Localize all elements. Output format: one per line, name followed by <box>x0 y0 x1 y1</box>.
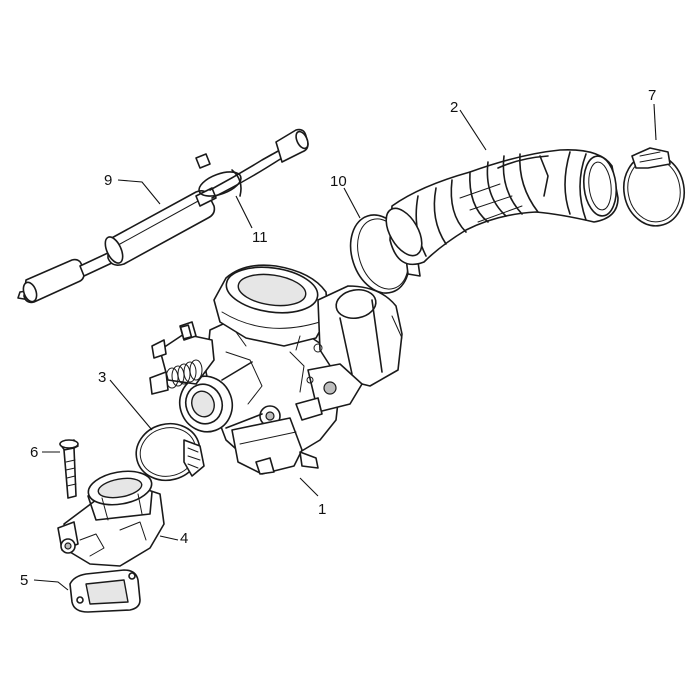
callout-1: 1 <box>318 501 326 518</box>
callout-3: 3 <box>98 369 106 386</box>
part-2-intake-hose <box>385 149 619 266</box>
leader-2 <box>459 109 487 151</box>
part-4-intake-manifold <box>57 470 165 567</box>
leader-9 <box>117 179 161 205</box>
callout-6: 6 <box>30 444 38 461</box>
leader-7 <box>653 103 657 141</box>
callout-labels: 1 2 3 4 5 6 7 9 10 11 <box>20 87 656 589</box>
callout-10: 10 <box>330 173 347 190</box>
part-7-clamp <box>623 147 685 227</box>
leader-1 <box>299 477 319 497</box>
leader-3 <box>109 379 153 431</box>
leader-lines <box>33 103 657 591</box>
leader-10 <box>343 187 361 219</box>
callout-2: 2 <box>450 99 458 116</box>
part-5-gasket <box>69 569 141 613</box>
part-11-cable-tie <box>195 153 242 197</box>
callout-5: 5 <box>20 572 28 589</box>
part-1-carburetor <box>149 264 403 475</box>
part-3-clamp <box>135 422 205 482</box>
callout-7: 7 <box>648 87 656 104</box>
part-6-bolt <box>59 439 79 499</box>
callout-11: 11 <box>252 229 268 246</box>
leader-5 <box>33 579 69 591</box>
callout-9: 9 <box>104 172 112 189</box>
part-9-cable <box>17 128 309 304</box>
leader-4 <box>159 535 179 541</box>
callout-4: 4 <box>180 530 188 547</box>
leader-11 <box>235 195 253 229</box>
